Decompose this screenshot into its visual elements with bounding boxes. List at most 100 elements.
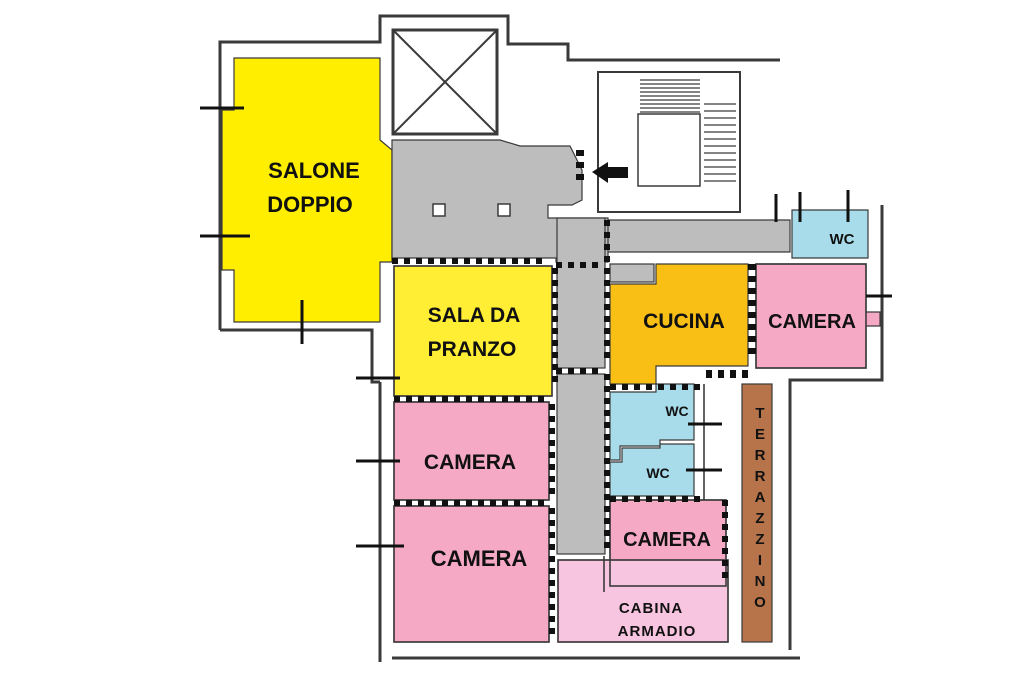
terrazzino-letter: O [754, 594, 766, 611]
door-segment [604, 458, 610, 464]
door-segment [549, 604, 555, 610]
door-segment [604, 256, 610, 262]
door-openings [392, 150, 756, 634]
door-segment [576, 162, 584, 168]
door-segment [464, 258, 470, 264]
door-segment [549, 628, 555, 634]
door-segment [604, 304, 610, 310]
door-segment [404, 258, 410, 264]
door-segment [478, 500, 484, 506]
door-segment [730, 370, 736, 378]
door-segment [748, 312, 756, 318]
door-segment [392, 258, 398, 264]
terrazzino-letter: A [755, 489, 766, 506]
door-segment [552, 352, 558, 358]
sala-da-pranzo-room [393, 265, 553, 397]
door-segment [526, 500, 532, 506]
door-segment [512, 258, 518, 264]
label-sala-line1: SALA DA [428, 304, 521, 327]
door-segment [442, 500, 448, 506]
door-segment [748, 324, 756, 330]
door-segment [706, 370, 712, 378]
door-segment [604, 268, 610, 274]
door-segment [604, 220, 610, 226]
door-segment [610, 496, 616, 502]
door-segment [604, 316, 610, 322]
label-camera-left-upper: CAMERA [424, 451, 516, 474]
door-segment [604, 506, 610, 512]
door-segment [604, 494, 610, 500]
door-segment [604, 530, 610, 536]
door-segment [604, 280, 610, 286]
door-segment [440, 258, 446, 264]
door-segment [622, 496, 628, 502]
door-segment [604, 470, 610, 476]
door-segment [549, 488, 555, 494]
door-segment [580, 368, 586, 374]
door-segment [742, 370, 748, 378]
door-segment [552, 280, 558, 286]
door-segment [670, 384, 676, 390]
terrazzino-letter: R [755, 468, 766, 485]
door-segment [416, 258, 422, 264]
door-segment [549, 416, 555, 422]
door-segment [502, 500, 508, 506]
door-segment [418, 500, 424, 506]
door-segment [748, 300, 756, 306]
door-segment [549, 616, 555, 622]
terrazzino-balcony [741, 383, 773, 643]
corridor-vertical-lower [556, 373, 606, 555]
staircase-icon [597, 71, 741, 213]
interior-walls [393, 263, 867, 643]
camera-left-lower-room [393, 505, 550, 643]
door-segment [466, 396, 472, 402]
door-segment [430, 396, 436, 402]
terrazzino-letter: I [758, 552, 762, 569]
door-segment [748, 336, 756, 342]
door-segment [568, 368, 574, 374]
door-segment [549, 464, 555, 470]
door-segment [466, 500, 472, 506]
label-camera-center: CAMERA [623, 529, 711, 551]
corridor-vertical-upper [556, 217, 606, 369]
wc-mid1-room [609, 383, 695, 461]
door-segment [748, 264, 756, 270]
arrow-left-icon [592, 162, 628, 183]
door-segment [549, 428, 555, 434]
door-segment [394, 396, 400, 402]
door-segment [490, 500, 496, 506]
door-segment [682, 384, 688, 390]
door-segment [454, 396, 460, 402]
door-segment [670, 496, 676, 502]
door-segment [428, 258, 434, 264]
door-segment [604, 292, 610, 298]
label-salone-line2: DOPPIO [267, 192, 353, 217]
door-segment [552, 340, 558, 346]
label-wc-top: WC [830, 231, 855, 248]
door-segment [604, 232, 610, 238]
door-segment [604, 422, 610, 428]
door-segment [526, 396, 532, 402]
door-segment [604, 542, 610, 548]
outer-walls [218, 14, 884, 662]
door-segment [549, 440, 555, 446]
corridor-small [609, 263, 655, 283]
door-segment [646, 384, 652, 390]
door-segment [682, 496, 688, 502]
door-segment [394, 500, 400, 506]
label-wc-mid2: WC [646, 465, 669, 481]
door-segment [592, 368, 598, 374]
door-segment [488, 258, 494, 264]
terrazzino-letter: R [755, 447, 766, 464]
label-cabina-line1: CABINA [619, 600, 683, 617]
label-salone-line1: SALONE [268, 158, 360, 183]
door-segment [549, 592, 555, 598]
salone-doppio-room [221, 57, 393, 323]
door-segment [552, 316, 558, 322]
door-segment [406, 500, 412, 506]
door-segment [549, 580, 555, 586]
door-segment [442, 396, 448, 402]
door-segment [604, 410, 610, 416]
